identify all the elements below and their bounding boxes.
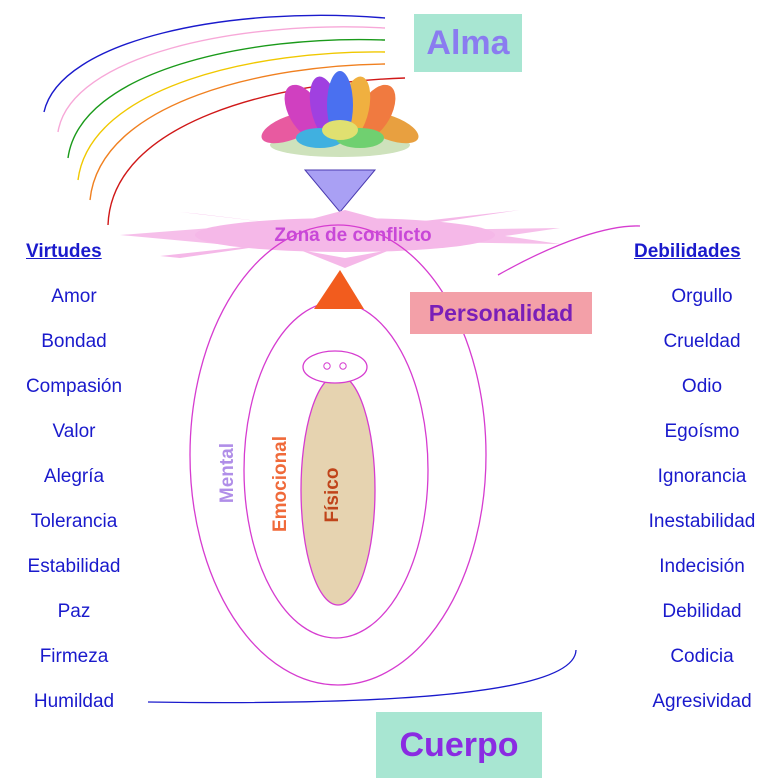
- debilidades-item: Debilidad: [662, 601, 742, 622]
- downward-triangle: [303, 169, 377, 213]
- zona-label-box: Zona de conflicto: [243, 224, 463, 248]
- alma-box: Alma: [414, 14, 522, 72]
- arc-blue: [43, 14, 386, 113]
- virtudes-item: Compasión: [25, 376, 123, 397]
- head-icon: [302, 350, 368, 384]
- debilidades-item: Indecisión: [659, 556, 745, 577]
- debilidades-item: Orgullo: [671, 286, 733, 307]
- debilidades-item: Odio: [681, 376, 723, 397]
- virtudes-item: Firmeza: [39, 646, 109, 667]
- fisico-label: Físico: [322, 467, 343, 523]
- virtudes-item: Estabilidad: [27, 556, 121, 577]
- arc-orange: [89, 63, 386, 201]
- cuerpo-box: Cuerpo: [376, 712, 542, 778]
- virtudes-heading: Virtudes: [26, 241, 102, 262]
- arc-pink: [57, 26, 386, 133]
- zona-label: Zona de conflicto: [274, 225, 432, 246]
- upward-triangle: [314, 270, 364, 309]
- debilidades-item: Ignorancia: [657, 466, 747, 487]
- debilidades-item: Inestabilidad: [648, 511, 756, 532]
- virtudes-item: Amor: [51, 286, 97, 307]
- connector-debilidades: [497, 225, 641, 276]
- debilidades-item: Codicia: [670, 646, 734, 667]
- connector-humildad: [147, 649, 577, 704]
- virtudes-item: Valor: [52, 421, 96, 442]
- arc-yellow: [77, 51, 386, 181]
- debilidades-item: Egoísmo: [664, 421, 740, 442]
- virtudes-item: Alegría: [43, 466, 105, 487]
- cuerpo-label: Cuerpo: [399, 725, 519, 764]
- conflict-zone-burst: [120, 210, 560, 268]
- virtudes-item: Tolerancia: [30, 511, 118, 532]
- mental-ellipse: [189, 224, 487, 686]
- debilidades-item: Agresividad: [652, 691, 752, 712]
- mental-label: Mental: [217, 442, 238, 504]
- debilidades-heading: Debilidades: [634, 241, 741, 262]
- personalidad-label: Personalidad: [428, 299, 574, 326]
- virtudes-item: Humildad: [33, 691, 115, 712]
- arc-green: [67, 38, 386, 159]
- virtudes-item: Bondad: [41, 331, 107, 352]
- debilidades-item: Crueldad: [663, 331, 741, 352]
- virtudes-item: Paz: [57, 601, 91, 622]
- alma-label: Alma: [426, 23, 510, 62]
- emocional-label: Emocional: [270, 435, 291, 533]
- lotus-flower-icon: [261, 71, 419, 157]
- personalidad-box: Personalidad: [410, 292, 592, 334]
